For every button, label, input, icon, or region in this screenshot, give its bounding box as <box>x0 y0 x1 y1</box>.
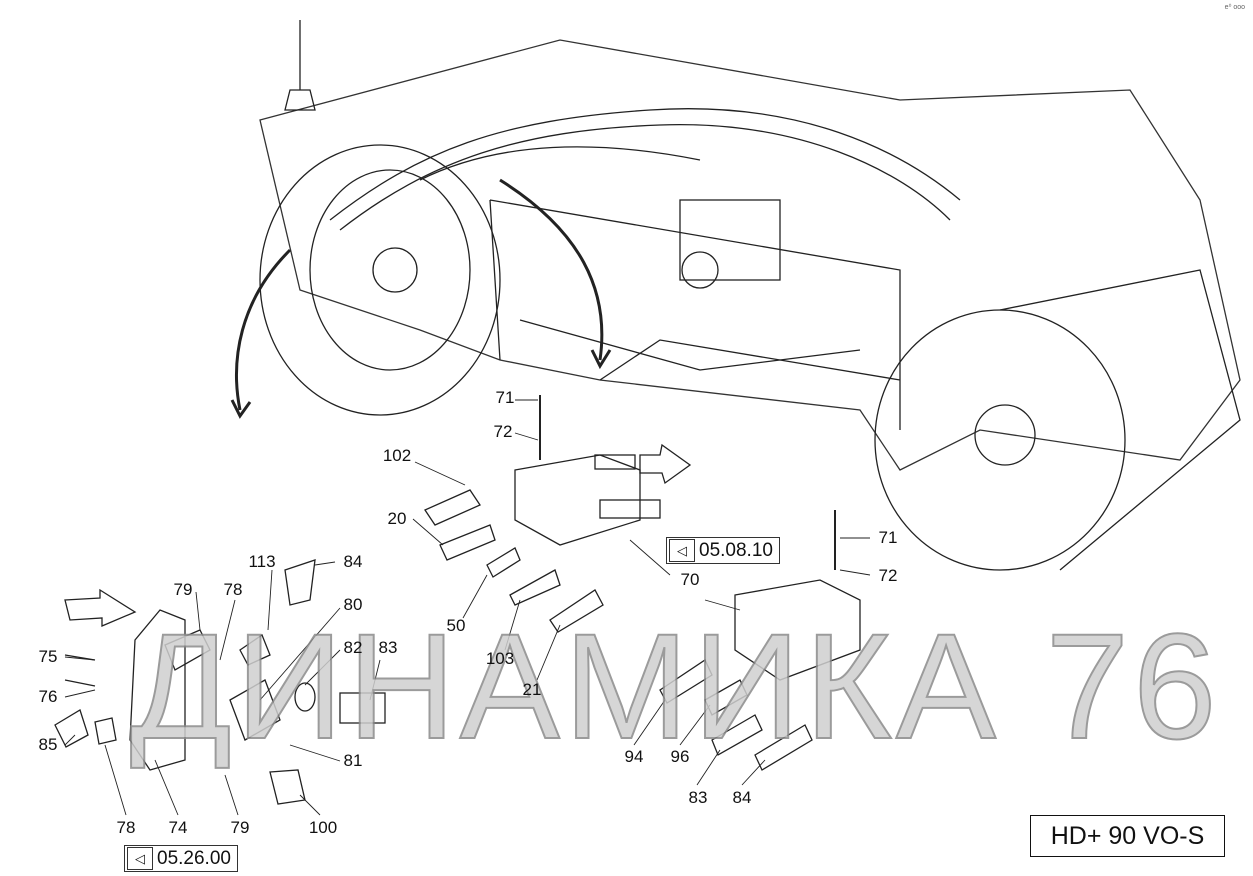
reference-text: 05.08.10 <box>699 539 773 561</box>
model-label: HD+ 90 VO-S <box>1030 815 1225 857</box>
part-callout-84[interactable]: 84 <box>343 552 363 571</box>
view-eye-icon: ◁ <box>669 539 695 562</box>
part-callout-82[interactable]: 82 <box>343 638 363 657</box>
part-callout-72[interactable]: 72 <box>493 422 513 441</box>
part-callout-50[interactable]: 50 <box>446 616 466 635</box>
part-callout-21[interactable]: 21 <box>522 680 542 699</box>
right-drum <box>874 309 1126 571</box>
part-callout-71[interactable]: 71 <box>495 388 515 407</box>
valve-block-lower <box>734 579 861 681</box>
part-callout-79[interactable]: 79 <box>230 818 250 837</box>
reference-text: 05.26.00 <box>157 847 231 869</box>
part-callout-76[interactable]: 76 <box>38 687 58 706</box>
view-eye-icon: ◁ <box>127 847 153 870</box>
part-callout-96[interactable]: 96 <box>670 747 690 766</box>
part-callout-103[interactable]: 103 <box>485 649 515 668</box>
part-callout-80[interactable]: 80 <box>343 595 363 614</box>
part-callout-83[interactable]: 83 <box>688 788 708 807</box>
part-callout-75[interactable]: 75 <box>38 647 58 666</box>
part-callout-102[interactable]: 102 <box>382 446 412 465</box>
left-drum <box>259 144 501 416</box>
part-callout-83[interactable]: 83 <box>378 638 398 657</box>
part-callout-71[interactable]: 71 <box>878 528 898 547</box>
part-callout-78[interactable]: 78 <box>223 580 243 599</box>
part-callout-74[interactable]: 74 <box>168 818 188 837</box>
part-callout-100[interactable]: 100 <box>308 818 338 837</box>
corner-mark: e⁰ ooo <box>1224 4 1245 11</box>
part-callout-70[interactable]: 70 <box>680 570 700 589</box>
part-callout-113[interactable]: 113 <box>248 552 276 571</box>
part-callout-85[interactable]: 85 <box>38 735 58 754</box>
part-callout-20[interactable]: 20 <box>387 509 407 528</box>
valve-housing <box>129 609 186 771</box>
part-callout-94[interactable]: 94 <box>624 747 644 766</box>
reference-link-05-08-10[interactable]: ◁ 05.08.10 <box>666 537 780 564</box>
part-callout-81[interactable]: 81 <box>343 751 363 770</box>
reference-link-05-26-00[interactable]: ◁ 05.26.00 <box>124 845 238 872</box>
part-callout-79[interactable]: 79 <box>173 580 193 599</box>
part-callout-84[interactable]: 84 <box>732 788 752 807</box>
part-callout-72[interactable]: 72 <box>878 566 898 585</box>
part-callout-78[interactable]: 78 <box>116 818 136 837</box>
